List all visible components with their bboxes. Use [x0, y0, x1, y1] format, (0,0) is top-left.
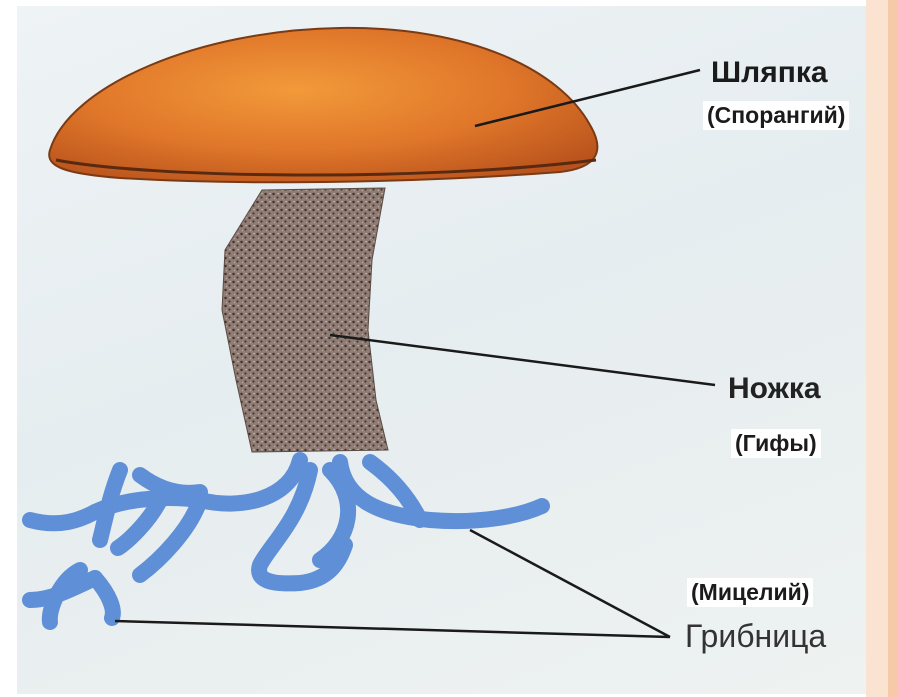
- mycelium: [30, 460, 542, 622]
- mycelium-leader-lower: [115, 621, 670, 637]
- cap: [49, 28, 597, 182]
- cap-title: Шляпка: [711, 58, 828, 88]
- stem-subtitle: (Гифы): [731, 429, 821, 458]
- stem-leader: [330, 335, 715, 385]
- stem: [222, 188, 388, 452]
- cap-subtitle: (Спорангий): [703, 101, 849, 130]
- mycelium-subtitle: (Мицелий): [687, 578, 813, 607]
- mycelium-title: Грибница: [685, 620, 826, 652]
- mycelium-leader-upper: [470, 530, 670, 637]
- stem-title: Ножка: [728, 374, 821, 404]
